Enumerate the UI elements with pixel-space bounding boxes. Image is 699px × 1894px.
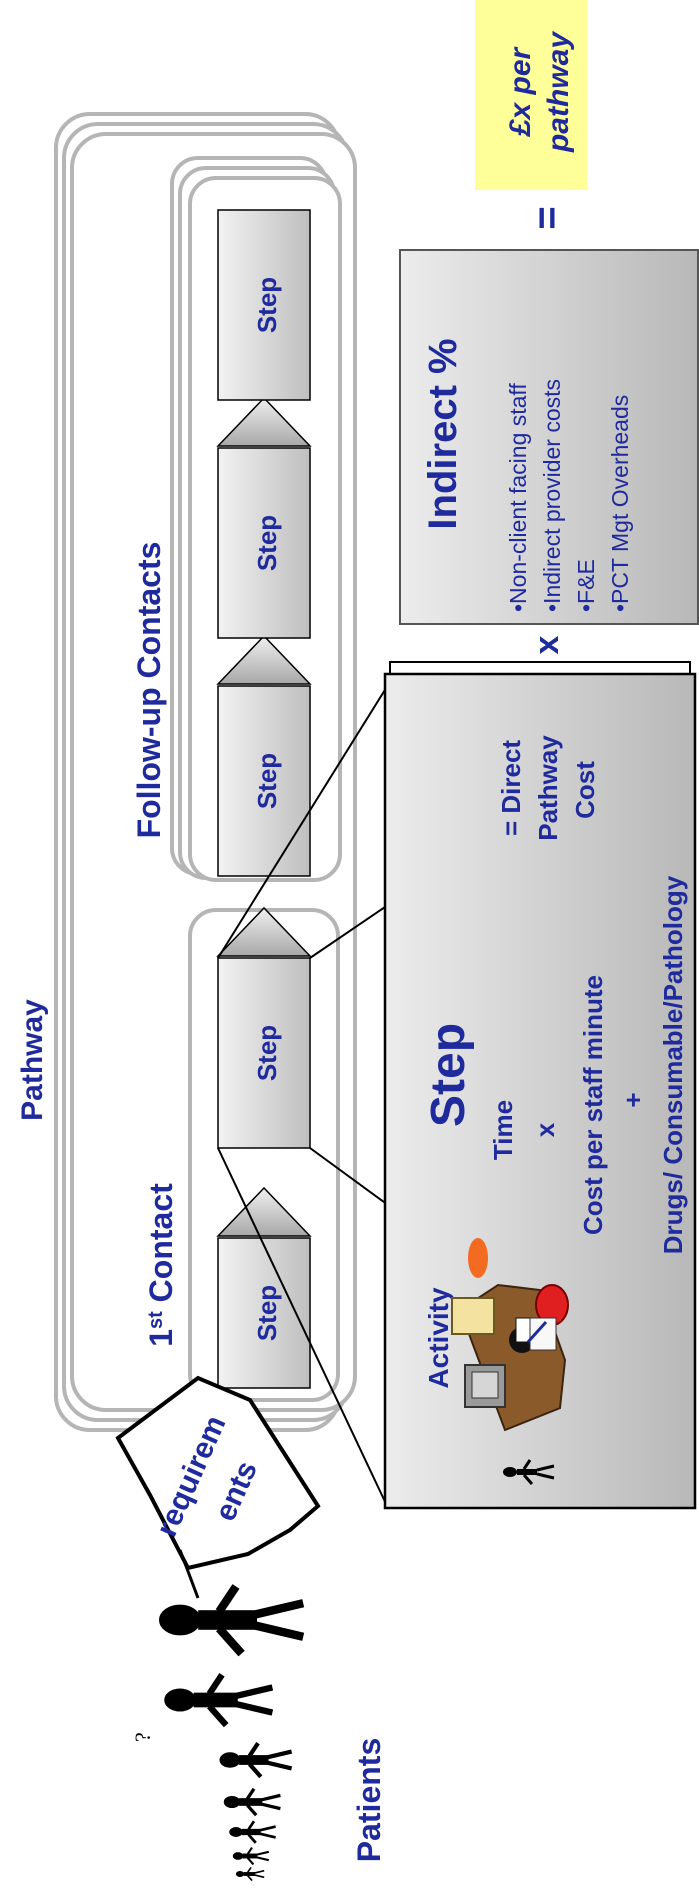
activity-label: Activity bbox=[423, 1287, 454, 1389]
step-box-3-label: Step bbox=[252, 753, 282, 809]
first-contact-superscript: st bbox=[145, 1311, 167, 1329]
result-line-pathway: Pathway bbox=[533, 735, 563, 841]
formula-line-time: Time bbox=[488, 1100, 518, 1160]
step-box-2-label: Step bbox=[252, 1025, 282, 1081]
formula-line-plus: + bbox=[618, 1092, 648, 1107]
formula-line-cost: Cost per staff minute bbox=[578, 975, 608, 1235]
result-line-2: pathway bbox=[542, 31, 575, 153]
patients-queue bbox=[160, 1586, 303, 1882]
result-line-1: £x per bbox=[504, 45, 537, 137]
formula-line-drugs: Drugs/ Consumable/Pathology bbox=[658, 875, 688, 1254]
indirect-title: Indirect % bbox=[421, 338, 465, 529]
indirect-items: •Non-client facing staff •Indirect provi… bbox=[505, 379, 633, 612]
result-box bbox=[475, 0, 587, 190]
indirect-item-3: •F&E bbox=[573, 559, 599, 612]
step-box-4-label: Step bbox=[252, 515, 282, 571]
equals-sign: = bbox=[525, 206, 569, 229]
multiply-sign: x bbox=[528, 635, 566, 654]
question-mark-icon: ? bbox=[130, 1732, 155, 1742]
formula-line-times: x bbox=[530, 1122, 560, 1137]
follow-up-label: Follow-up Contacts bbox=[131, 542, 167, 839]
callout-lines bbox=[217, 684, 389, 1509]
result-line-cost: Cost bbox=[570, 761, 600, 819]
indirect-item-4: •PCT Mgt Overheads bbox=[607, 395, 633, 612]
step-box-3: Step bbox=[217, 685, 311, 877]
patients-label: Patients bbox=[351, 1738, 387, 1862]
first-contact-label: 1st Contact bbox=[143, 1183, 179, 1347]
office-worker-illustration bbox=[451, 1238, 569, 1432]
first-contact-prefix: 1 bbox=[143, 1329, 179, 1347]
step-box-1-label: Step bbox=[252, 1285, 282, 1341]
pathway-label: Pathway bbox=[16, 999, 49, 1121]
step-box-1: Step bbox=[217, 1237, 311, 1389]
step-box-5: Step bbox=[217, 209, 311, 401]
indirect-item-1: •Non-client facing staff bbox=[505, 383, 531, 612]
step-box-5-label: Step bbox=[252, 277, 282, 333]
first-contact-suffix: Contact bbox=[143, 1183, 179, 1311]
step-arrow-4 bbox=[216, 396, 312, 447]
step-detail-title: Step bbox=[422, 1023, 475, 1127]
step-arrow-3 bbox=[216, 634, 312, 685]
step-box-4: Step bbox=[217, 447, 311, 639]
result-line-direct: = Direct bbox=[496, 740, 526, 836]
step-arrow-1 bbox=[216, 1186, 312, 1237]
indirect-item-2: •Indirect provider costs bbox=[539, 379, 565, 612]
requirements-sign bbox=[115, 1375, 321, 1599]
indirect-box bbox=[399, 249, 699, 625]
step-box-2: Step bbox=[217, 957, 311, 1149]
step-arrow-2 bbox=[216, 906, 312, 957]
